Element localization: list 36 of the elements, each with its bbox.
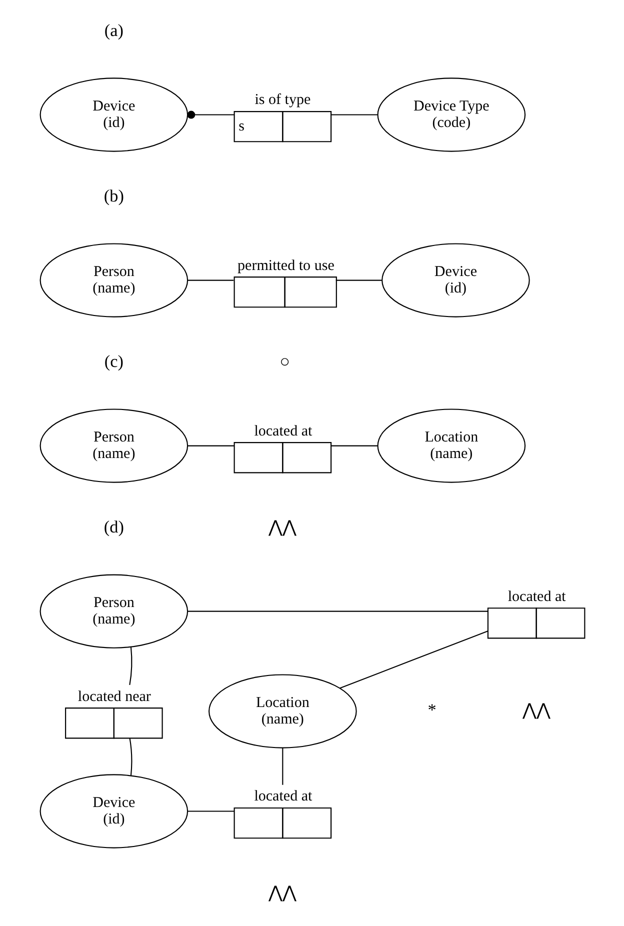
connector	[187, 445, 234, 446]
node-label: located at	[254, 423, 312, 440]
node-ellipse: Person (name)	[39, 574, 188, 648]
node-ellipse: Person (name)	[39, 408, 188, 483]
connector	[330, 114, 378, 116]
connector	[128, 738, 132, 776]
label: (c)	[104, 352, 123, 372]
node-label: permitted to use	[237, 258, 334, 274]
node-ellipse: Device (id)	[381, 243, 530, 318]
label: ⋀⋀	[268, 883, 296, 902]
connector	[335, 280, 382, 281]
connector	[282, 748, 283, 785]
node-label: located at	[254, 788, 312, 805]
node-ellipse: Person (name)	[39, 243, 188, 318]
connector	[187, 810, 234, 812]
node-ellipse: Location (name)	[208, 674, 356, 748]
label: (b)	[103, 186, 124, 206]
connector	[187, 610, 488, 612]
node-ellipse: Location (name)	[376, 408, 526, 483]
label: ○	[279, 352, 290, 372]
label: *	[427, 700, 436, 720]
node-label: located at	[507, 588, 566, 605]
node-ellipse: Device Type (code)	[376, 78, 526, 152]
connector	[187, 280, 234, 281]
node-ellipse: Device (id)	[39, 774, 188, 848]
node-ellipse: Device (id)	[39, 78, 188, 152]
connector	[186, 110, 234, 119]
label: ⋀⋀	[268, 518, 296, 537]
label: (d)	[103, 518, 124, 537]
label: ⋀⋀	[522, 700, 550, 720]
node-label: located near	[77, 688, 150, 705]
label: (a)	[104, 21, 123, 40]
connector	[339, 630, 488, 689]
connector	[128, 646, 132, 686]
node-label: is of type	[254, 92, 310, 108]
connector	[330, 445, 378, 446]
